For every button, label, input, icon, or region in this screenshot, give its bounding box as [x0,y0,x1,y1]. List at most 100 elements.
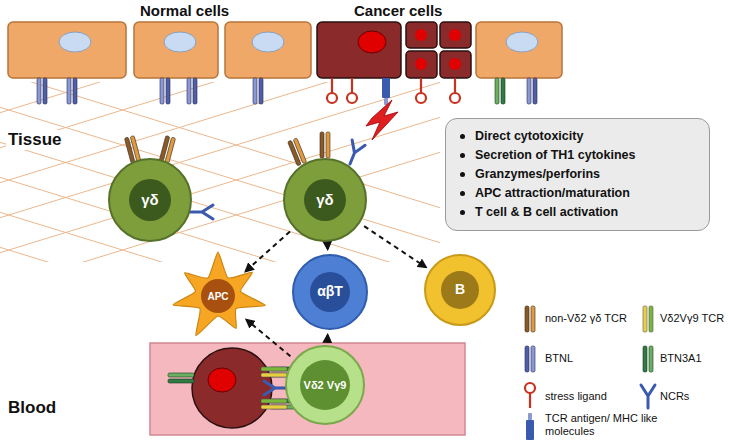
normal-cell-part [8,22,126,78]
cell-label: αβT [310,272,350,312]
function-item: Direct cytotoxicity [475,127,583,146]
cancer-cell-part [406,22,437,48]
normal-cell-part [476,22,562,78]
tissue-hatch-part [0,235,440,262]
cell-surface-receptors-part [190,205,213,219]
bullet-dot [460,191,465,196]
blood-region-part [261,399,287,409]
bullet-dot [460,210,465,215]
cell-label: APC [201,279,235,313]
dashed-arrow [326,335,328,340]
region-label: Blood [6,398,58,418]
legend-samples-part [643,306,653,332]
legend-text: TCR antigen/ MHC like molecules [545,412,663,438]
legend-samples-part [643,346,653,372]
normal-cell [8,22,562,78]
bullet-row: APC attraction/maturation [460,184,697,203]
function-item: APC attraction/maturation [475,184,630,203]
legend-samples-part [641,385,655,408]
blood-region-part [150,343,465,435]
lightning-bolt [366,100,398,140]
region-label: Tissue [6,130,64,150]
dashed-arrow [327,247,329,249]
legend-samples-part [525,346,535,372]
legend-text: non-Vδ2 γδ TCR [545,312,627,325]
alpha-beta-t-cell: αβT [292,254,368,330]
cell-label: B [441,271,479,309]
blood-region [150,343,465,435]
normal-cell-part [225,22,311,78]
cancer-cell-part [440,51,471,78]
normal-cell-part [252,32,284,52]
cell-surface-receptors-part [67,78,77,104]
function-item: T cell & B cell activation [475,203,618,222]
cell-surface-receptors-part [187,78,197,104]
apc-cell: APC [166,251,270,341]
bullet-dot [460,134,465,139]
tissue-hatch-part [0,165,440,262]
legend-samples-part [525,383,535,408]
vd2-vg9-cell: Vδ2 Vγ9 [285,345,365,425]
tissue-hatch-part [0,200,440,262]
function-item: Granzymes/perforins [475,165,600,184]
tissue-hatch-part [0,140,440,262]
cancer-cell-part [415,58,427,70]
cell-surface-receptors-part [450,78,460,103]
legend-samples-part [526,413,534,440]
tissue-hatch-part [0,82,440,195]
normal-cell-part [164,32,196,52]
tissue-hatch-part [0,95,440,255]
cell-surface-receptors-part [344,140,366,167]
normal-cell-part [134,22,218,78]
cell-surface-receptors-part [527,78,537,104]
blood-region-part [168,373,194,383]
cell-label: γδ [304,179,346,221]
cancer-cell-part [358,31,386,53]
cancer-cell-part [449,29,461,41]
dashed-arrow [246,320,290,357]
legend-text: stress ligand [545,390,607,403]
normal-cell-part [59,32,91,52]
cell-surface-receptors-part [320,132,330,158]
tissue-hatch-part [0,82,440,160]
cancer-cell-part [317,22,401,78]
tissue-hatch [0,82,440,262]
dashed-arrow [364,226,426,267]
cell-surface-receptors-part [327,78,337,103]
gamma-delta-cell: γδ [108,158,192,242]
cell-label: γδ [129,179,171,221]
bullet-row: T cell & B cell activation [460,203,697,222]
blood-region-part [208,368,236,392]
cell-surface-receptors-part [288,138,307,166]
legend-text: NCRs [660,390,689,403]
cancer-cell-part [440,22,471,48]
cancer-cell-part [415,29,427,41]
apc-body [173,252,265,336]
function-list-box: Direct cytotoxicitySecretion of TH1 cyto… [445,118,710,231]
legend-text: Vδ2Vγ9 TCR [660,312,724,325]
bullet-row: Direct cytotoxicity [460,127,697,146]
function-item: Secretion of TH1 cytokines [475,146,635,165]
cell-surface-receptors-part [347,78,357,103]
cancer-cell [317,22,471,78]
blood-region-part [192,348,272,428]
cell-surface-receptors-part [37,78,47,104]
blood-region-part [261,367,287,377]
b-cell: B [424,254,496,326]
bullet-row: Granzymes/perforins [460,165,697,184]
blood-region-part [264,381,287,395]
tissue-hatch-part [0,82,440,90]
legend-text: BTNL [545,352,573,365]
cell-label: Vδ2 Vγ9 [300,360,350,410]
legend-samples-part [525,306,535,332]
gamma-delta-cell: γδ [283,158,367,242]
cell-surface-receptors-part [253,78,263,104]
dashed-arrow [246,231,290,271]
cell-surface-receptors-part [382,78,390,105]
section-heading: Cancer cells [352,2,444,19]
tissue-hatch-part [0,105,440,262]
legend-text: BTN3A1 [660,352,702,365]
cell-surface-receptors-part [495,78,505,104]
bullet-dot [460,153,465,158]
